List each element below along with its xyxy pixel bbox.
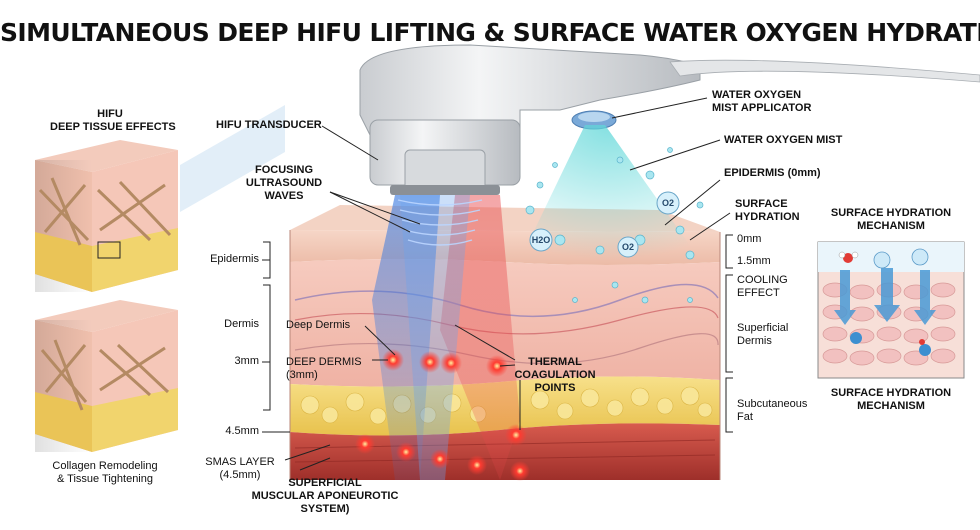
label-applicator-line1: WATER OXYGEN	[712, 89, 802, 101]
left-panel-caption-line2: & Tissue Tightening	[56, 473, 153, 485]
label-hifu-transducer: HIFU TRANSDUCER	[216, 119, 322, 131]
label-deep-dermis-3mm: DEEP DERMIS (3mm)	[286, 356, 362, 382]
label-surface-hydration: SURFACE HYDRATION	[735, 198, 800, 224]
inset-caption-line1: SURFACE HYDRATION	[830, 387, 952, 399]
inset-heading-line2: MECHANISM	[857, 220, 925, 232]
label-cooling-effect: COOLING EFFECT	[737, 274, 788, 300]
label-thermal-line1: THERMAL	[528, 356, 582, 368]
label-smas-full-line2: MUSCULAR APONEUROTIC	[251, 490, 399, 502]
ultrasound-beams	[372, 195, 520, 480]
label-focusing-waves: FOCUSING ULTRASOUND WAVES	[238, 164, 330, 203]
label-focusing-line2: ULTRASOUND	[245, 177, 323, 189]
label-superficial-dermis-line1: Superficial	[737, 322, 789, 334]
inset-caption-line2: MECHANISM	[857, 400, 925, 412]
label-epidermis-0mm: EPIDERMIS (0mm)	[724, 167, 821, 179]
label-subcutaneous-line2: Fat	[737, 411, 753, 423]
molecule-h2o-label: H2O	[531, 235, 551, 245]
left-panel-caption: Collagen Remodeling & Tissue Tightening	[30, 460, 180, 486]
label-smas-line2: (4.5mm)	[219, 469, 261, 481]
leader-lines	[262, 97, 733, 471]
inset-heading-line1: SURFACE HYDRATION	[830, 207, 952, 219]
label-depth-4-5mm: 4.5mm	[225, 425, 259, 437]
label-applicator-line2: MIST APPLICATOR	[712, 102, 812, 114]
label-superficial-dermis-line2: Dermis	[737, 335, 772, 347]
left-panel-heading: HIFU DEEP TISSUE EFFECTS	[50, 108, 176, 134]
label-mist-applicator: WATER OXYGEN MIST APPLICATOR	[712, 89, 811, 115]
hifu-transducer-device	[359, 44, 980, 195]
label-smas-full: SUPERFICIAL MUSCULAR APONEUROTIC SYSTEM)	[250, 477, 400, 516]
label-smas-layer: SMAS LAYER (4.5mm)	[200, 456, 280, 482]
label-depth-1-5mm: 1.5mm	[737, 255, 771, 267]
left-panel-heading-line2: DEEP TISSUE EFFECTS	[50, 121, 176, 133]
inset-heading: SURFACE HYDRATION MECHANISM	[815, 207, 967, 233]
label-subcutaneous-fat: Subcutaneous Fat	[737, 398, 807, 424]
inset-caption: SURFACE HYDRATION MECHANISM	[815, 387, 967, 413]
left-cube-top	[35, 105, 285, 292]
left-cube-bottom	[35, 300, 178, 452]
label-water-oxygen-mist: WATER OXYGEN MIST	[724, 134, 843, 146]
label-thermal-line3: POINTS	[534, 382, 576, 394]
page-title: SIMULTANEOUS DEEP HIFU LIFTING & SURFACE…	[0, 18, 980, 47]
left-panel-heading-line1: HIFU	[97, 108, 123, 120]
label-smas-full-line1: SUPERFICIAL	[288, 477, 362, 489]
label-deep-dermis: Deep Dermis	[286, 319, 351, 331]
label-dermis: Dermis	[224, 318, 259, 330]
label-deep-dermis-caps-line1: DEEP DERMIS	[286, 356, 362, 368]
label-smas-line1: SMAS LAYER	[205, 456, 275, 468]
label-superficial-dermis: Superficial Dermis	[737, 322, 788, 348]
label-thermal-line2: COAGULATION	[514, 369, 596, 381]
label-surface-hydration-line1: SURFACE	[735, 198, 788, 210]
label-thermal-coagulation: THERMAL COAGULATION POINTS	[510, 356, 600, 395]
label-epidermis: Epidermis	[210, 253, 259, 265]
label-depth-0mm: 0mm	[737, 233, 762, 245]
molecule-o2-label-1: O2	[621, 242, 634, 252]
label-cooling-line1: COOLING	[737, 274, 788, 286]
label-deep-dermis-caps-line2: (3mm)	[286, 369, 318, 381]
label-cooling-line2: EFFECT	[737, 287, 780, 299]
left-panel-caption-line1: Collagen Remodeling	[52, 460, 158, 472]
molecule-o2-label-2: O2	[661, 198, 674, 208]
thermal-coagulation-points	[355, 349, 530, 481]
label-subcutaneous-line1: Subcutaneous	[737, 398, 808, 410]
label-focusing-line3: WAVES	[264, 190, 304, 202]
label-depth-3mm: 3mm	[234, 355, 259, 367]
hydration-inset	[817, 241, 965, 379]
label-focusing-line1: FOCUSING	[254, 164, 314, 176]
label-surface-hydration-line2: HYDRATION	[735, 211, 800, 223]
label-smas-full-line3: SYSTEM)	[300, 503, 350, 515]
water-oxygen-mist	[520, 125, 704, 304]
